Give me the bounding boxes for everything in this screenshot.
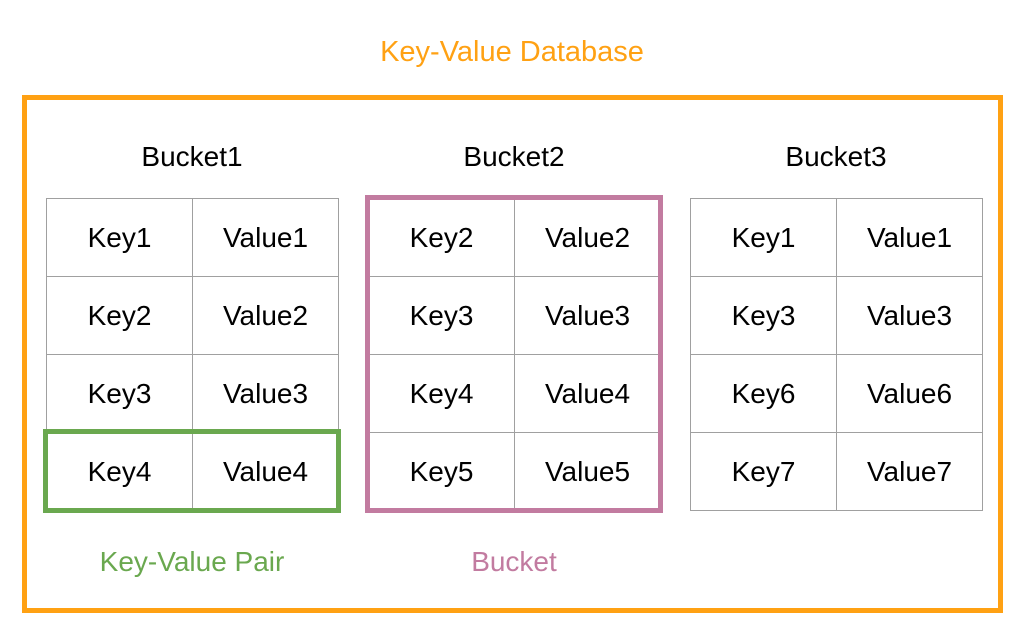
bucket3-table: Key1 Value1 Key3 Value3 Key6 Value6 Key7… (690, 198, 983, 511)
table-row: Key2 Value2 (46, 276, 339, 355)
value-cell: Value1 (836, 198, 983, 277)
key-cell: Key3 (368, 276, 515, 355)
diagram-title: Key-Value Database (380, 36, 644, 68)
table-row: Key4 Value4 (368, 354, 661, 433)
table-row: Key2 Value2 (368, 198, 661, 277)
table-row: Key3 Value3 (690, 276, 983, 355)
table-row: Key5 Value5 (368, 432, 661, 511)
value-cell: Value2 (514, 198, 661, 277)
key-cell: Key1 (46, 198, 193, 277)
bucket2-header: Bucket2 (463, 141, 565, 172)
key-cell: Key4 (46, 432, 193, 511)
key-cell: Key4 (368, 354, 515, 433)
bucket1-table: Key1 Value1 Key2 Value2 Key3 Value3 Key4… (46, 198, 339, 511)
value-cell: Value4 (514, 354, 661, 433)
value-cell: Value7 (836, 432, 983, 511)
value-cell: Value3 (192, 354, 339, 433)
key-cell: Key2 (46, 276, 193, 355)
database-border (22, 95, 1003, 613)
value-cell: Value4 (192, 432, 339, 511)
value-cell: Value1 (192, 198, 339, 277)
key-cell: Key7 (690, 432, 837, 511)
table-row: Key3 Value3 (46, 354, 339, 433)
key-cell: Key1 (690, 198, 837, 277)
key-cell: Key3 (46, 354, 193, 433)
bucket-label: Bucket (471, 546, 557, 577)
bucket3-header: Bucket3 (785, 141, 887, 172)
key-cell: Key3 (690, 276, 837, 355)
table-row: Key1 Value1 (690, 198, 983, 277)
value-cell: Value6 (836, 354, 983, 433)
table-row: Key3 Value3 (368, 276, 661, 355)
value-cell: Value5 (514, 432, 661, 511)
key-cell: Key5 (368, 432, 515, 511)
table-row: Key4 Value4 (46, 432, 339, 511)
key-cell: Key6 (690, 354, 837, 433)
value-cell: Value2 (192, 276, 339, 355)
value-cell: Value3 (836, 276, 983, 355)
bucket2-table: Key2 Value2 Key3 Value3 Key4 Value4 Key5… (368, 198, 661, 511)
table-row: Key1 Value1 (46, 198, 339, 277)
table-row: Key6 Value6 (690, 354, 983, 433)
key-value-pair-label: Key-Value Pair (99, 546, 285, 577)
key-cell: Key2 (368, 198, 515, 277)
bucket1-header: Bucket1 (141, 141, 243, 172)
table-row: Key7 Value7 (690, 432, 983, 511)
value-cell: Value3 (514, 276, 661, 355)
